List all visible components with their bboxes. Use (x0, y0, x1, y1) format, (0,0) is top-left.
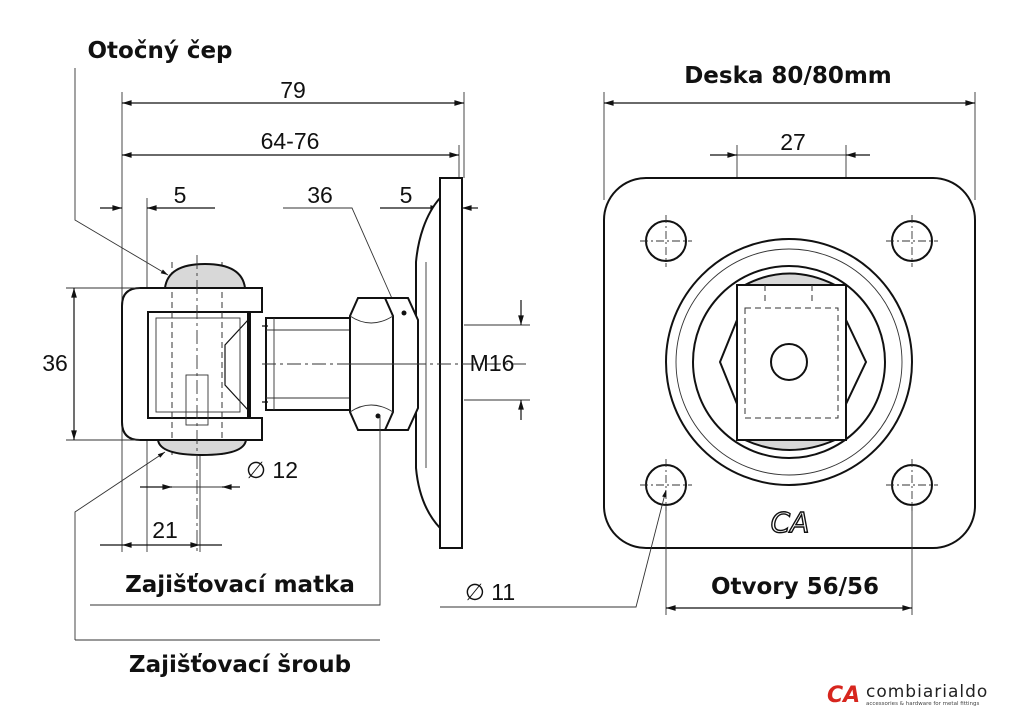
dim-nut-size: 36 (307, 182, 333, 208)
dim-clevis-depth: 21 (152, 517, 178, 543)
mounting-holes (640, 215, 938, 511)
dim-adjust-range: 64-76 (261, 128, 320, 154)
dim-pin-offset: 5 (174, 182, 187, 208)
center-bore (770, 343, 808, 381)
brand-logo: CA combiarialdo accessories & hardware f… (827, 682, 988, 708)
mounting-plate-side (439, 177, 463, 549)
dim-hole-diameter: ∅ 11 (465, 579, 515, 605)
brand-mark: CA (827, 683, 860, 708)
dim-overall-length: 79 (280, 77, 306, 103)
label-holes: Otvory 56/56 (711, 574, 879, 600)
front-view: Deska 80/80mm 27 CA Otvory 56/56 (440, 63, 976, 615)
dim-top-width: 27 (780, 129, 806, 155)
dim-thread: M16 (470, 350, 515, 376)
label-plate: Deska 80/80mm (684, 63, 892, 89)
plate-logo: CA (771, 506, 810, 539)
brand-tagline: accessories & hardware for metal fitting… (866, 701, 980, 707)
label-lock-nut: Zajišťovací matka (125, 572, 355, 598)
pin-head-top (163, 262, 247, 289)
dim-plate-thickness: 5 (400, 182, 413, 208)
side-view: 79 64-76 5 36 5 (42, 38, 530, 678)
label-pivot-pin: Otočný čep (87, 38, 232, 64)
boss (415, 195, 441, 531)
label-lock-screw: Zajišťovací šroub (129, 652, 351, 678)
dim-pin-diameter: ∅ 12 (246, 457, 298, 483)
brand-name: combiarialdo (866, 682, 988, 702)
dim-clevis-height: 36 (42, 350, 68, 376)
screw-head-bottom (156, 439, 248, 457)
